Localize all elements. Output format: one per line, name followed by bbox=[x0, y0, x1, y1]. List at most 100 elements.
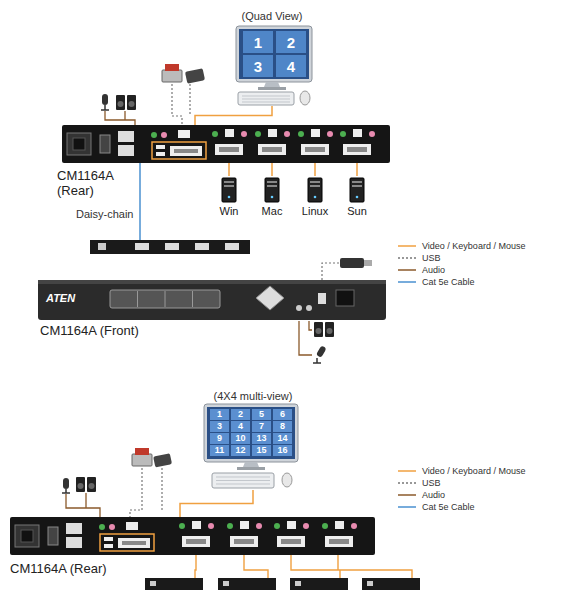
cable-label: Daisy-chain bbox=[76, 208, 133, 221]
screen-number: 6 bbox=[273, 409, 292, 420]
screen-cell: 14 bbox=[273, 433, 292, 444]
computer: Win bbox=[209, 176, 249, 220]
legend-text: Audio bbox=[422, 264, 445, 276]
screen-cell: 8 bbox=[273, 421, 292, 432]
screen-cell: 10 bbox=[231, 433, 250, 444]
legend-text: USB bbox=[422, 252, 441, 264]
computer: Mac bbox=[252, 176, 292, 220]
legend-line bbox=[397, 478, 417, 488]
screen-cell: 5 bbox=[252, 409, 271, 420]
cable-connector bbox=[314, 163, 316, 176]
screen-cell: 11 bbox=[210, 445, 229, 456]
screen-number: 11 bbox=[210, 445, 229, 456]
screen-number: 10 bbox=[231, 433, 250, 444]
screen-number: 4 bbox=[231, 421, 250, 432]
screen-number: 2 bbox=[231, 409, 250, 420]
cable-connector bbox=[180, 490, 253, 517]
cable-connector bbox=[228, 163, 230, 176]
os-label: Linux bbox=[285, 205, 345, 218]
legend-line bbox=[397, 277, 417, 287]
screen-cell: 1 bbox=[210, 409, 229, 420]
monitor: (4X4 multi-view)12345678910111213141516 bbox=[198, 390, 308, 490]
model-label: CM1164A (Rear) bbox=[10, 561, 210, 576]
screen-number: 15 bbox=[252, 445, 271, 456]
screen-number: 1 bbox=[243, 31, 273, 53]
legend-line-stroke bbox=[398, 482, 416, 484]
kvm-switch-front: ATENCM1164A (Front) bbox=[38, 280, 386, 320]
screen-cell: 2 bbox=[276, 31, 306, 53]
screen-cell: 9 bbox=[210, 433, 229, 444]
computer: Linux bbox=[295, 176, 335, 220]
screen-cell: 3 bbox=[210, 421, 229, 432]
screen-cell: 4 bbox=[276, 55, 306, 77]
os-label: Win bbox=[199, 205, 259, 218]
computer: Sun bbox=[337, 176, 377, 220]
kvm-rear-drawing bbox=[62, 125, 390, 163]
screen-number: 8 bbox=[273, 421, 292, 432]
screen-cell: 1 bbox=[243, 31, 273, 53]
screen-cell: 3 bbox=[243, 55, 273, 77]
screen-number: 16 bbox=[273, 445, 292, 456]
cascaded-units bbox=[145, 578, 420, 590]
legend-line-stroke bbox=[398, 257, 416, 259]
view-heading: (Quad View) bbox=[218, 10, 326, 23]
model-label: CM1164A (Rear) bbox=[57, 168, 125, 198]
legend-text: USB bbox=[422, 477, 441, 489]
screen-number: 2 bbox=[276, 31, 306, 53]
screen-cell: 4 bbox=[231, 421, 250, 432]
kvm-rear-drawing bbox=[10, 517, 375, 555]
legend-line-stroke bbox=[398, 494, 416, 496]
cable-connector bbox=[271, 163, 273, 176]
usb-devices bbox=[162, 64, 205, 84]
monitor: (Quad View)1234 bbox=[228, 8, 316, 106]
legend-line bbox=[397, 490, 417, 500]
screen-number: 14 bbox=[273, 433, 292, 444]
computer-icon bbox=[337, 176, 377, 204]
kvm-switch-rear: CM1164A (Rear) bbox=[10, 517, 375, 555]
screen-number: 4 bbox=[276, 55, 306, 77]
legend-text: Cat 5e Cable bbox=[422, 501, 475, 513]
screen-cell: 13 bbox=[252, 433, 271, 444]
legend-line-stroke bbox=[398, 506, 416, 508]
screen-cell: 15 bbox=[252, 445, 271, 456]
legend-text: Audio bbox=[422, 489, 445, 501]
screen-number: 12 bbox=[231, 445, 250, 456]
screen-cell: 16 bbox=[273, 445, 292, 456]
screen-number: 1 bbox=[210, 409, 229, 420]
audio-devices bbox=[101, 94, 136, 110]
usb-stick bbox=[340, 258, 372, 268]
legend-text: Video / Keyboard / Mouse bbox=[422, 240, 525, 252]
computer-icon bbox=[252, 176, 292, 204]
brand-logo: ATEN bbox=[46, 292, 75, 305]
screen-cell: 12 bbox=[231, 445, 250, 456]
os-label: Sun bbox=[327, 205, 387, 218]
cable-connector bbox=[195, 106, 272, 125]
screen-number: 3 bbox=[210, 421, 229, 432]
computer-icon bbox=[209, 176, 249, 204]
cable-connector bbox=[356, 163, 358, 176]
kvm-switch-rear: CM1164A (Rear) bbox=[62, 125, 390, 163]
front-audio-devices bbox=[313, 322, 334, 363]
legend-text: Cat 5e Cable bbox=[422, 276, 475, 288]
screen-number: 9 bbox=[210, 433, 229, 444]
screen-cell: 2 bbox=[231, 409, 250, 420]
legend-line-stroke bbox=[398, 245, 416, 247]
audio-devices bbox=[62, 477, 96, 493]
legend-line bbox=[397, 265, 417, 275]
screen-number: 5 bbox=[252, 409, 271, 420]
kvm-front-drawing bbox=[38, 280, 386, 320]
legend-line bbox=[397, 253, 417, 263]
usb-devices bbox=[132, 448, 172, 468]
screen-number: 13 bbox=[252, 433, 271, 444]
screen-cell: 7 bbox=[252, 421, 271, 432]
os-label: Mac bbox=[242, 205, 302, 218]
daisy-chain-unit bbox=[90, 240, 250, 254]
legend-line bbox=[397, 241, 417, 251]
computer-icon bbox=[295, 176, 335, 204]
legend-line-stroke bbox=[398, 281, 416, 283]
view-heading: (4X4 multi-view) bbox=[188, 390, 318, 403]
model-label: CM1164A (Front) bbox=[40, 324, 139, 339]
legend-line-stroke bbox=[398, 470, 416, 472]
screen-number: 3 bbox=[243, 55, 273, 77]
